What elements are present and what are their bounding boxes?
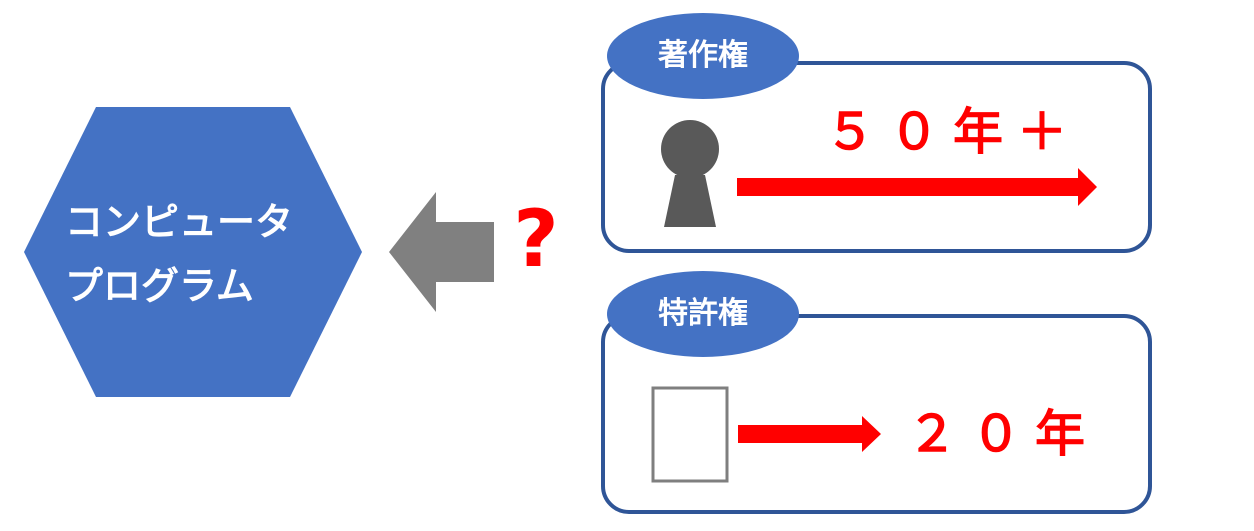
program-label-line2: プログラム bbox=[65, 264, 254, 308]
copyright-red-arrow bbox=[737, 168, 1097, 206]
document-icon bbox=[651, 386, 729, 483]
program-label: コンピュータ プログラム bbox=[30, 190, 330, 318]
copyright-badge-label: 著作権 bbox=[658, 38, 748, 73]
gray-left-arrow bbox=[389, 192, 494, 312]
patent-duration: ２０年 bbox=[907, 405, 1099, 463]
copyright-badge bbox=[607, 13, 799, 99]
copyright-box bbox=[601, 61, 1152, 253]
patent-red-arrow bbox=[738, 416, 881, 452]
program-hexagon bbox=[24, 107, 362, 397]
program-label-line1: コンピュータ bbox=[65, 200, 294, 244]
person-icon bbox=[661, 120, 719, 227]
patent-box bbox=[601, 314, 1152, 514]
copyright-duration: ５０年＋ bbox=[825, 103, 1081, 161]
question-mark: ? bbox=[513, 195, 559, 285]
patent-badge-label: 特許権 bbox=[658, 296, 748, 331]
patent-badge bbox=[607, 271, 799, 357]
